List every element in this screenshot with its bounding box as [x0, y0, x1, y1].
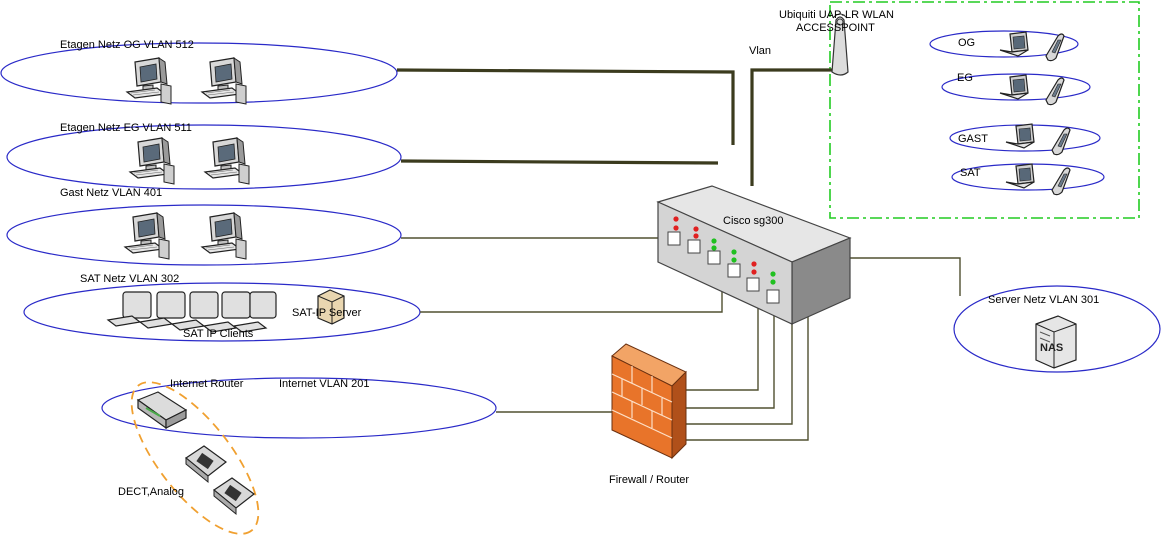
label-sat-server: SAT-IP Server [292, 307, 362, 319]
laptop-icon [999, 31, 1029, 57]
label-og-vlan: Etagen Netz OG VLAN 512 [60, 39, 194, 51]
sat-ip-clients-icons [106, 291, 277, 333]
pda-icon [1051, 127, 1071, 156]
vlan-server-ellipse [953, 285, 1161, 373]
vlan-gast-ellipse [6, 204, 402, 266]
laptop-icon [1005, 163, 1035, 189]
label-firewall: Firewall / Router [609, 474, 689, 486]
switch-icon [656, 185, 852, 325]
firewall-icon [611, 343, 687, 460]
label-wlan-og: OG [958, 37, 975, 49]
wlan-eg-ellipse [941, 73, 1091, 101]
connection-lines [401, 237, 961, 441]
label-wlan-gast: GAST [958, 133, 988, 145]
label-switch: Cisco sg300 [723, 215, 784, 227]
desktop-pc-icon [129, 137, 175, 185]
pda-icon [1045, 33, 1065, 62]
label-nas: NAS [1040, 342, 1063, 354]
desktop-pc-icon [204, 137, 250, 185]
label-wlan-eg: EG [957, 72, 973, 84]
vlan-internet-ellipse [101, 377, 497, 439]
laptop-icon [999, 74, 1029, 100]
phone-icon [212, 477, 255, 516]
desktop-pc-icon [201, 212, 247, 260]
antenna-icon [831, 13, 849, 76]
sat-ip-server-icon [317, 289, 345, 325]
wlan-area-border [829, 1, 1140, 219]
label-sat-clients: SAT IP Clients [183, 328, 254, 340]
label-dect: DECT,Analog [118, 486, 184, 498]
label-sat-vlan: SAT Netz VLAN 302 [80, 273, 179, 285]
server-icon [1035, 315, 1077, 369]
pda-icon [1045, 77, 1065, 106]
router-icon [136, 391, 188, 430]
label-wlan-sat: SAT [960, 167, 981, 179]
dect-ellipse [130, 381, 260, 535]
label-ap-line2: ACCESSPOINT [796, 22, 875, 34]
desktop-pc-icon [124, 212, 170, 260]
label-internet-vlan: Internet VLAN 201 [279, 378, 370, 390]
desktop-pc-icon [126, 57, 172, 105]
laptop-icon [1005, 123, 1035, 149]
vlan-eg-ellipse [6, 124, 402, 190]
pda-icon [1051, 167, 1071, 196]
wlan-og-ellipse [929, 30, 1079, 58]
label-ap-line1: Ubiquiti UAP-LR WLAN [779, 9, 894, 21]
phone-icon [184, 445, 227, 484]
label-eg-vlan: Etagen Netz EG VLAN 511 [60, 122, 192, 134]
desktop-pc-icon [201, 57, 247, 105]
label-vlan: Vlan [749, 45, 771, 57]
label-internet-router: Internet Router [170, 378, 244, 390]
vlan-og-ellipse [0, 42, 398, 104]
label-server-vlan: Server Netz VLAN 301 [988, 294, 1099, 306]
label-gast-vlan: Gast Netz VLAN 401 [60, 187, 162, 199]
trunk-lines [396, 68, 834, 186]
